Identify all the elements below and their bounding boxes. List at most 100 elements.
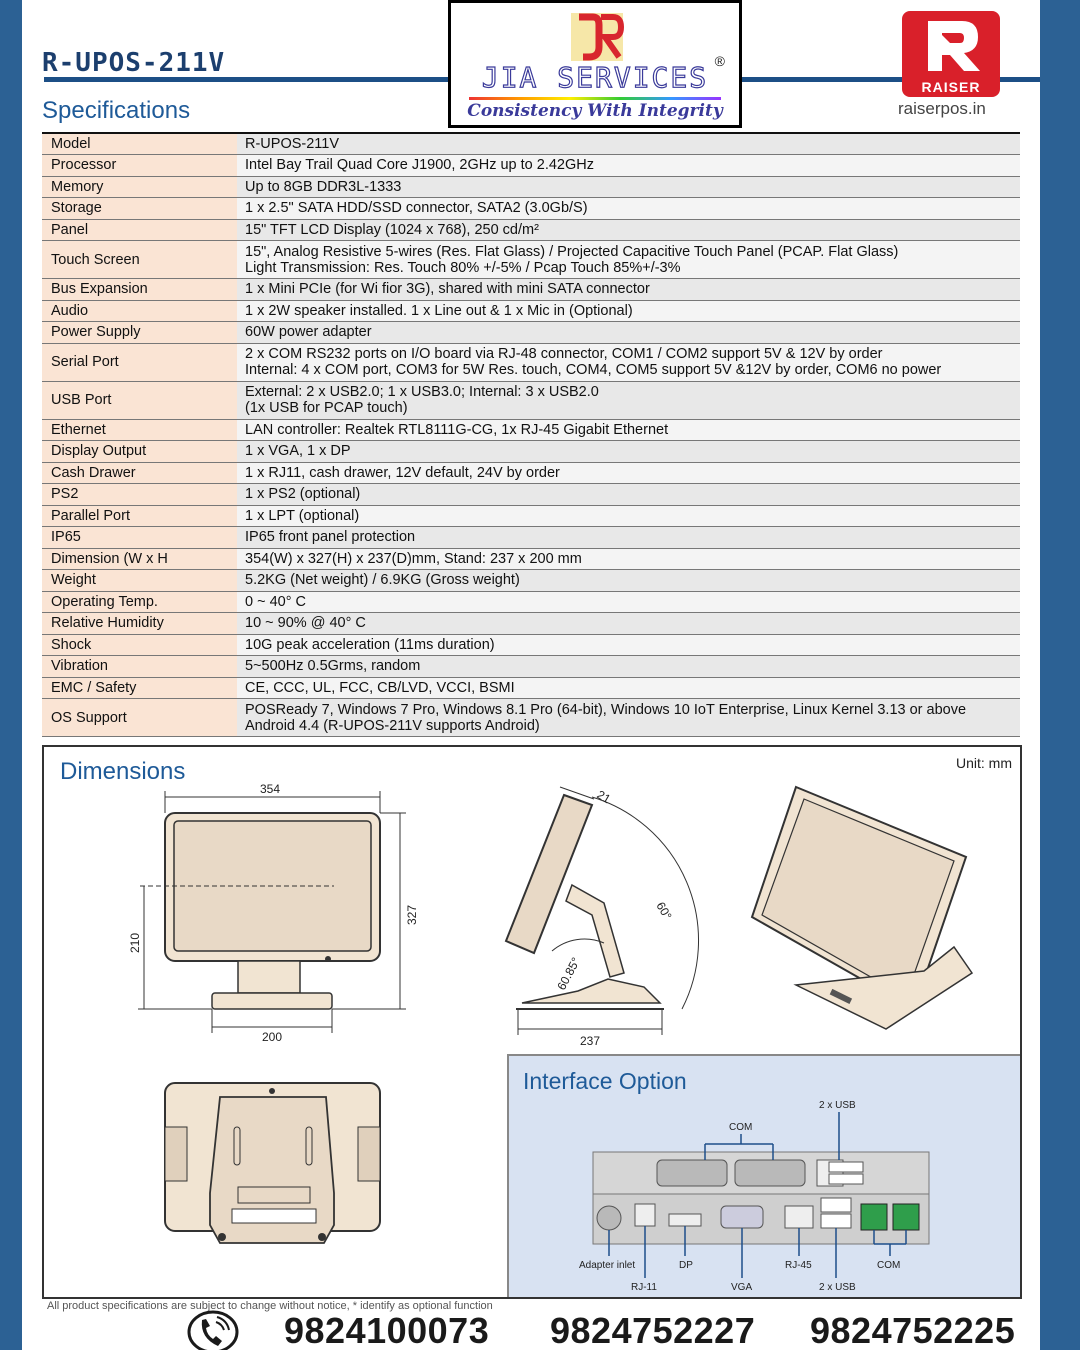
spec-value-line: 10G peak acceleration (11ms duration): [245, 636, 495, 653]
spec-value: POSReady 7, Windows 7 Pro, Windows 8.1 P…: [237, 698, 1020, 737]
perspective-view-drawing: [750, 785, 974, 1030]
spec-key: Model: [42, 133, 237, 155]
spec-key: Relative Humidity: [42, 612, 237, 635]
spec-value: Intel Bay Trail Quad Core J1900, 2GHz up…: [237, 154, 1020, 177]
spec-value-line: 1 x PS2 (optional): [245, 486, 361, 503]
spec-row: Relative Humidity 10 ~ 90% @ 40° C: [42, 612, 1020, 635]
spec-row: Shock 10G peak acceleration (11ms duratio…: [42, 634, 1020, 656]
spec-value-line: 0 ~ 40° C: [245, 593, 307, 610]
spec-key: Memory: [42, 176, 237, 198]
spec-row: Model R-UPOS-211V: [42, 133, 1020, 155]
spec-value-line: Up to 8GB DDR3L-1333: [245, 178, 402, 195]
front-view-drawing: 354 210 327 200: [128, 782, 419, 1044]
spec-value-line: IP65 front panel protection: [245, 529, 416, 546]
rj11-label: RJ-11: [631, 1282, 657, 1293]
adapter-inlet-label: Adapter inlet: [579, 1260, 635, 1271]
spec-value: LAN controller: Realtek RTL8111G-CG, 1x …: [237, 419, 1020, 441]
width-label: 354: [260, 782, 280, 796]
spec-row: USB Port External: 2 x USB2.0; 1 x USB3.0…: [42, 381, 1020, 420]
total-height-label: 327: [405, 905, 419, 925]
spec-key: Ethernet: [42, 419, 237, 441]
spec-value: 1 x 2.5" SATA HDD/SSD connector, SATA2 (…: [237, 197, 1020, 220]
spec-value: CE, CCC, UL, FCC, CB/LVD, VCCI, BSMI: [237, 677, 1020, 699]
spec-value-line: 1 x 2.5" SATA HDD/SSD connector, SATA2 (…: [245, 200, 588, 217]
spec-row: Processor Intel Bay Trail Quad Core J1900…: [42, 154, 1020, 177]
spec-value-line: 5~500Hz 0.5Grms, random: [245, 658, 421, 675]
spec-value-line: LAN controller: Realtek RTL8111G-CG, 1x …: [245, 421, 669, 438]
spec-value: R-UPOS-211V: [237, 133, 1020, 155]
spec-value: IP65 front panel protection: [237, 526, 1020, 549]
spec-value: Up to 8GB DDR3L-1333: [237, 176, 1020, 198]
side-view-drawing: 21 60° 60.85° 237: [504, 786, 700, 1048]
footnote: All product specifications are subject t…: [47, 1300, 493, 1312]
spec-value-line: Internal: 4 x COM port, COM3 for 5W Res.…: [245, 362, 942, 378]
spec-value: 1 x RJ11, cash drawer, 12V default, 24V …: [237, 462, 1020, 484]
jia-services-logo: JIA SERVICES ® Consistency With Integrit…: [448, 0, 742, 128]
spec-key: IP65: [42, 526, 237, 549]
unit-label: Unit: mm: [956, 755, 1012, 771]
spec-key: Processor: [42, 154, 237, 177]
spec-row: IP65 IP65 front panel protection: [42, 526, 1020, 549]
spec-value: 10 ~ 90% @ 40° C: [237, 612, 1020, 635]
specifications-table: Model R-UPOS-211V Processor Intel Bay Trail…: [42, 132, 1020, 737]
spec-value: External: 2 x USB2.0; 1 x USB3.0; Intern…: [237, 381, 1020, 420]
spec-row: Operating Temp. 0 ~ 40° C: [42, 591, 1020, 613]
raiser-name: RAISER: [921, 79, 981, 95]
depth-label: 237: [580, 1034, 600, 1048]
spec-value: 1 x Mini PCIe (for Wi fior 3G), shared w…: [237, 278, 1020, 301]
spec-value-line: (1x USB for PCAP touch): [245, 400, 408, 416]
spec-value: 60W power adapter: [237, 321, 1020, 344]
spec-value-line: Android 4.4 (R-UPOS-211V supports Androi…: [245, 717, 540, 734]
spec-value: 1 x VGA, 1 x DP: [237, 440, 1020, 463]
phone-number-3[interactable]: 9824752225: [810, 1310, 1016, 1350]
spec-key: EMC / Safety: [42, 677, 237, 699]
spec-key: Shock: [42, 634, 237, 656]
spec-value: 1 x LPT (optional): [237, 505, 1020, 527]
phone-icon: [187, 1310, 239, 1350]
spec-value: 5~500Hz 0.5Grms, random: [237, 655, 1020, 678]
spec-row: Ethernet LAN controller: Realtek RTL8111G…: [42, 419, 1020, 441]
spec-value-line: External: 2 x USB2.0; 1 x USB3.0; Intern…: [245, 384, 599, 400]
spec-key: Operating Temp.: [42, 591, 237, 613]
spec-value: 1 x PS2 (optional): [237, 483, 1020, 506]
spec-key: Audio: [42, 300, 237, 322]
front-angle-label: 60.85°: [554, 955, 583, 993]
usb-top-label: 2 x USB: [819, 1100, 856, 1111]
spec-key: Cash Drawer: [42, 462, 237, 484]
spec-key: PS2: [42, 483, 237, 506]
rear-view-drawing: [164, 1082, 381, 1244]
spec-value: 10G peak acceleration (11ms duration): [237, 634, 1020, 656]
dp-label: DP: [679, 1260, 693, 1271]
spec-value-line: 2 x COM RS232 ports on I/O board via RJ-…: [245, 346, 883, 362]
spec-value: 15", Analog Resistive 5-wires (Res. Flat…: [237, 240, 1020, 279]
spec-value-line: 10 ~ 90% @ 40° C: [245, 615, 366, 632]
dimensions-heading: Dimensions: [60, 758, 186, 785]
stand-width-label: 200: [262, 1030, 282, 1044]
spec-key: Serial Port: [42, 343, 237, 382]
com-bottom-label: COM: [877, 1260, 900, 1271]
spec-value-line: R-UPOS-211V: [245, 136, 340, 152]
spec-key: USB Port: [42, 381, 237, 420]
phone-number-1[interactable]: 9824100073: [284, 1310, 490, 1350]
spec-value-line: Intel Bay Trail Quad Core J1900, 2GHz up…: [245, 157, 594, 174]
spec-row: Serial Port 2 x COM RS232 ports on I/O bo…: [42, 343, 1020, 382]
interface-diagram: 2 x USB COM Adapter inlet RJ-11 DP VGA R…: [579, 1100, 930, 1293]
usb-bottom-label: 2 x USB: [819, 1282, 856, 1293]
dimension-drawings: 354 210 327 200: [128, 782, 974, 1244]
spec-key: Bus Expansion: [42, 278, 237, 301]
interface-option-panel: Interface Option 2 x USB: [507, 1054, 1020, 1297]
phone-number-2[interactable]: 9824752227: [550, 1310, 756, 1350]
rainbow-divider: [469, 97, 721, 100]
spec-sheet: R-UPOS-211V Specifications JIA SERVICES …: [22, 0, 1040, 1350]
